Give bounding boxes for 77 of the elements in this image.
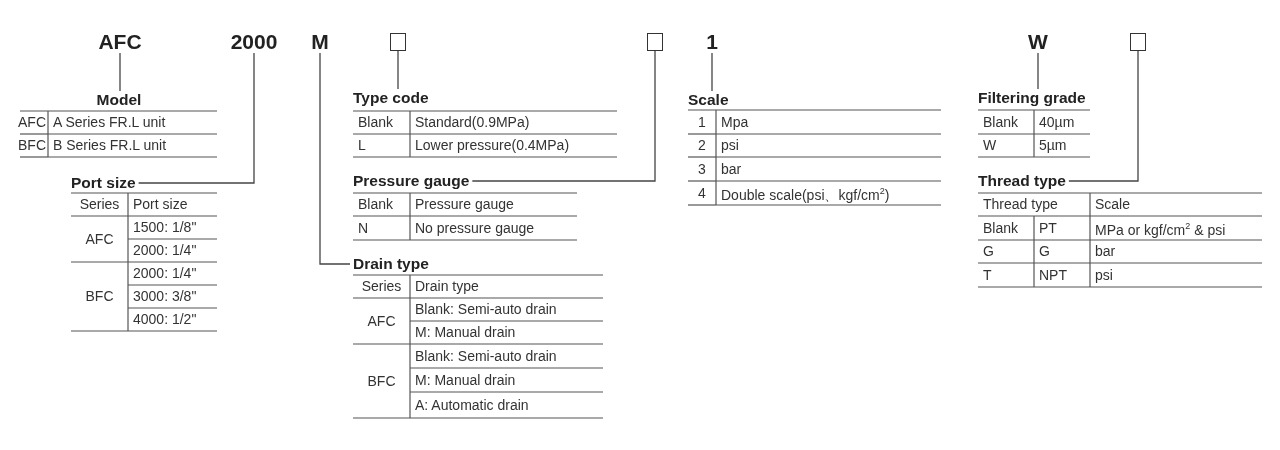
option-code: Blank: [983, 113, 1019, 131]
option-description: B Series FR.L unit: [53, 137, 167, 154]
code-character: M: [311, 31, 329, 53]
option-code: BFC: [18, 137, 46, 154]
leader-line: [397, 50, 399, 90]
option-code: 1: [698, 113, 706, 131]
option-description: A: Automatic drain: [415, 396, 529, 414]
option-code: G: [983, 243, 994, 260]
table-heading: Pressure gauge: [353, 172, 470, 190]
leader-line: [137, 52, 255, 184]
series-name: AFC: [367, 312, 396, 330]
code-character: 1: [706, 31, 718, 53]
option-description: MPa or kgf/cm$^{2}$ & psi: [1095, 219, 1226, 239]
option-description: 4000: 1/2": [133, 311, 197, 328]
option-description: 2000: 1/4": [133, 265, 197, 282]
leader-line: [319, 52, 351, 265]
option-description: Double scale(psi、kgf/cm$^{2}$): [721, 184, 890, 204]
leader-line: [1037, 52, 1039, 90]
leader-line: [711, 52, 713, 92]
series-name: BFC: [85, 288, 114, 305]
blank-code-box: [1130, 33, 1146, 51]
option-code: Blank: [358, 114, 394, 131]
option-code: Blank: [358, 196, 394, 213]
table-heading: Type code: [353, 89, 429, 107]
option-description: 1500: 1/8": [133, 219, 197, 236]
column-header: Series: [361, 278, 402, 295]
option-description: psi: [1095, 266, 1113, 284]
option-description: No pressure gauge: [415, 219, 535, 237]
option-code: T: [983, 266, 992, 284]
option-description: bar: [721, 160, 742, 178]
code-character: 2000: [230, 31, 278, 53]
option-description: 40µm: [1039, 113, 1075, 131]
option-description: psi: [721, 137, 739, 154]
option-description: Lower pressure(0.4MPa): [415, 137, 570, 154]
option-code: L: [358, 137, 366, 154]
column-header: Drain type: [415, 278, 479, 295]
option-description: bar: [1095, 243, 1116, 260]
option-code: W: [983, 137, 997, 154]
column-header: Thread type: [983, 196, 1058, 213]
option-description: 3000: 3/8": [133, 288, 197, 305]
blank-code-box: [390, 33, 406, 51]
table-heading: Port size: [71, 174, 136, 192]
option-code: NPT: [1039, 266, 1067, 284]
option-code: N: [358, 219, 369, 237]
option-code: 3: [698, 160, 706, 178]
table-heading: Scale: [688, 91, 729, 109]
leader-line: [119, 52, 121, 92]
table-heading: Drain type: [353, 255, 429, 273]
option-description: Pressure gauge: [415, 196, 514, 213]
option-code: 2: [698, 137, 706, 154]
option-description: 5µm: [1039, 137, 1067, 154]
column-header: Port size: [133, 196, 188, 213]
option-description: Standard(0.9MPa): [415, 114, 530, 131]
series-name: BFC: [367, 372, 396, 390]
column-header: Scale: [1095, 196, 1131, 213]
option-description: Mpa: [721, 113, 749, 131]
option-description: M: Manual drain: [415, 371, 516, 389]
series-name: AFC: [85, 230, 114, 248]
option-description: M: Manual drain: [415, 324, 516, 341]
leader-line: [1068, 50, 1139, 182]
option-description: Blank: Semi-auto drain: [415, 301, 557, 318]
option-code: 4: [698, 184, 706, 202]
code-character: W: [1028, 31, 1048, 53]
leader-line: [471, 50, 656, 182]
option-code: Blank: [983, 219, 1019, 237]
code-character: AFC: [98, 31, 142, 53]
table-heading: Model: [96, 91, 142, 109]
table-heading: Filtering grade: [978, 89, 1086, 107]
option-description: A Series FR.L unit: [53, 114, 166, 131]
option-code: G: [1039, 243, 1050, 260]
option-code: PT: [1039, 219, 1057, 237]
blank-code-box: [647, 33, 663, 51]
option-description: 2000: 1/4": [133, 242, 197, 259]
table-heading: Thread type: [978, 172, 1066, 190]
option-description: Blank: Semi-auto drain: [415, 347, 557, 365]
option-code: AFC: [18, 114, 46, 131]
column-header: Series: [79, 196, 120, 213]
